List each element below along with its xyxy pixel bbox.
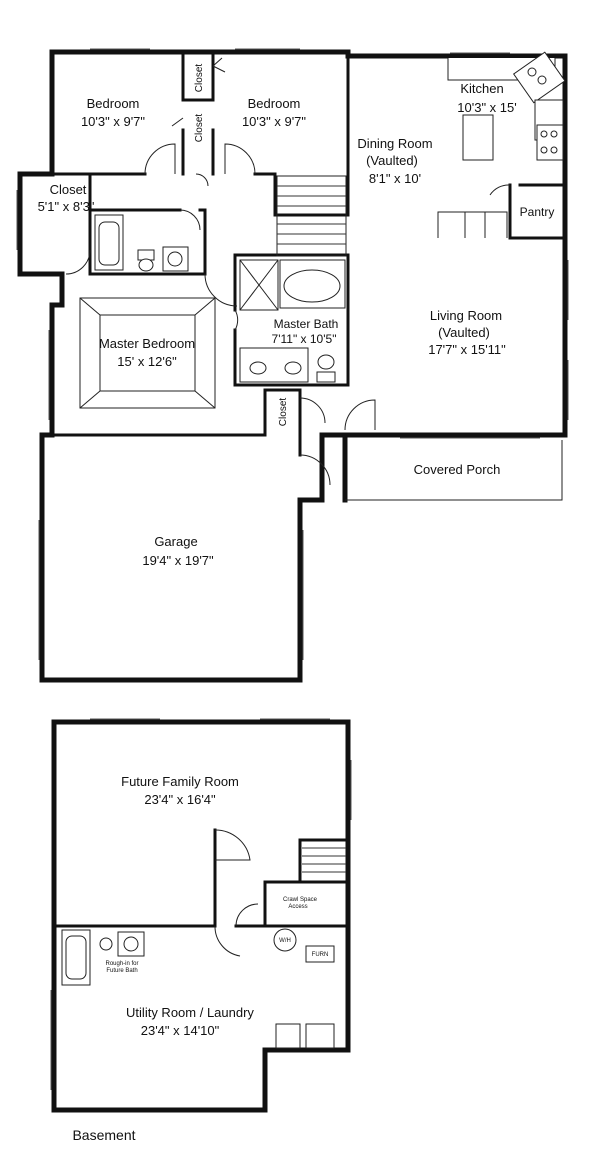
dining-room-note: (Vaulted) xyxy=(366,153,418,168)
basement-stairs xyxy=(302,847,346,873)
furnace-label: FURN xyxy=(312,952,329,958)
pantry-label: Pantry xyxy=(520,205,555,219)
living-room-size: 17'7" x 15'11" xyxy=(428,342,506,357)
master-bedroom-size: 15' x 12'6" xyxy=(117,354,177,369)
kitchen-fixtures xyxy=(437,51,566,238)
utility-room-name: Utility Room / Laundry xyxy=(126,1005,254,1020)
basement-interior-walls xyxy=(52,828,350,928)
rough-in-line1: Rough-in for xyxy=(105,961,138,967)
doors xyxy=(65,57,511,486)
living-room-note: (Vaulted) xyxy=(438,325,490,340)
living-room-name: Living Room xyxy=(430,308,502,323)
exterior-walls xyxy=(17,49,568,683)
basement-floor: Future Family Room 23'4" x 16'4" Crawl S… xyxy=(50,718,352,1143)
dining-room-size: 8'1" x 10' xyxy=(369,171,421,186)
master-bath-name: Master Bath xyxy=(274,317,339,331)
tray-ceiling xyxy=(79,297,216,409)
bedroom-2-name: Bedroom xyxy=(248,96,301,111)
bedroom-2-size: 10'3" x 9'7" xyxy=(242,114,306,129)
closet-left-size: 5'1" x 8'3" xyxy=(38,199,95,214)
bedroom-1-size: 10'3" x 9'7" xyxy=(81,114,145,129)
utility-room-size: 23'4" x 14'10" xyxy=(141,1023,220,1038)
basement-fixtures xyxy=(61,928,335,1049)
garage-size: 19'4" x 19'7" xyxy=(142,553,214,568)
basement-doors xyxy=(214,829,259,957)
covered-porch-label: Covered Porch xyxy=(414,462,501,477)
basement-exterior-walls xyxy=(51,719,351,1113)
family-room-size: 23'4" x 16'4" xyxy=(144,792,216,807)
dining-room-name: Dining Room xyxy=(357,136,432,151)
windows xyxy=(16,48,569,660)
interior-walls xyxy=(50,50,567,457)
water-heater-label: W/H xyxy=(279,938,291,944)
garage-name: Garage xyxy=(154,534,197,549)
family-room-name: Future Family Room xyxy=(121,774,239,789)
crawl-space-line1: Crawl Space xyxy=(283,897,318,903)
closet-hall-label: Closet xyxy=(278,398,289,427)
crawl-space-line2: Access xyxy=(288,904,307,910)
closet-top-2-label: Closet xyxy=(194,114,205,143)
bedroom-1-name: Bedroom xyxy=(87,96,140,111)
basement-windows xyxy=(50,718,352,1090)
main-stairs xyxy=(276,175,347,257)
closet-left-name: Closet xyxy=(50,182,87,197)
rough-in-line2: Future Bath xyxy=(106,968,137,974)
basement-title: Basement xyxy=(72,1127,135,1143)
kitchen-size: 10'3" x 15' xyxy=(457,100,516,115)
master-bedroom-name: Master Bedroom xyxy=(99,336,195,351)
kitchen-name: Kitchen xyxy=(460,81,503,96)
master-bath-fixtures xyxy=(239,259,346,383)
main-floor: Bedroom 10'3" x 9'7" Bedroom 10'3" x 9'7… xyxy=(16,48,569,683)
master-bath-size: 7'11" x 10'5" xyxy=(272,332,337,346)
closet-top-1-label: Closet xyxy=(194,64,205,93)
hall-bath-fixtures xyxy=(94,214,189,272)
